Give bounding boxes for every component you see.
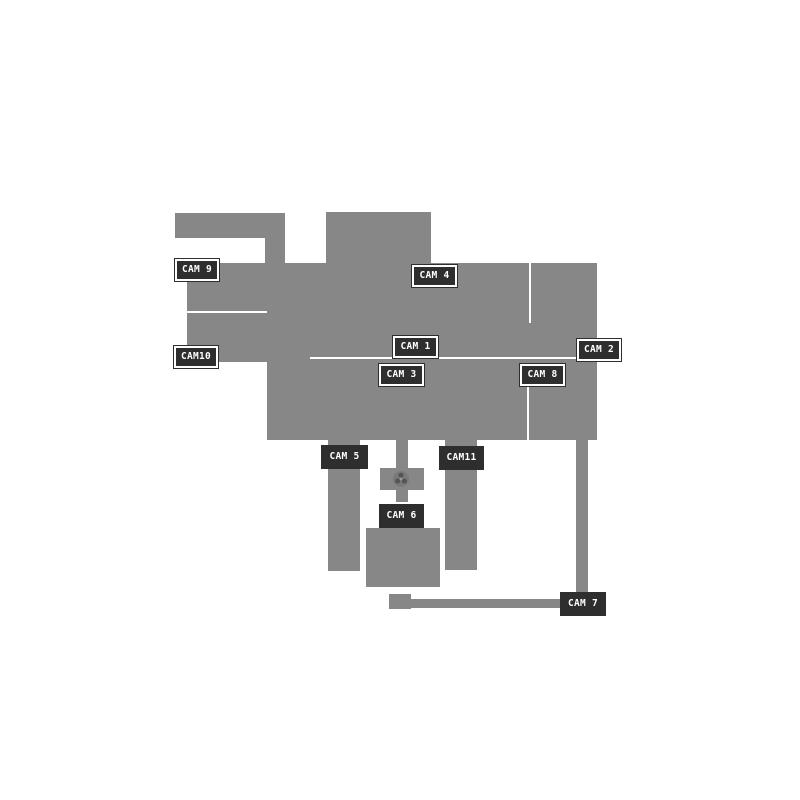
wall-north-gap [285, 261, 326, 263]
camera-button-cam-1[interactable]: CAM 1 [392, 335, 439, 359]
camera-button-cam-6[interactable]: CAM 6 [379, 504, 424, 528]
camera-button-cam-11[interactable]: CAM11 [439, 446, 484, 470]
camera-button-cam-8[interactable]: CAM 8 [519, 363, 566, 387]
wall-divider-vertical-upper [529, 263, 531, 323]
wall-divider-horizontal [310, 357, 597, 359]
camera-button-cam-7[interactable]: CAM 7 [560, 592, 606, 616]
camera-button-cam-5[interactable]: CAM 5 [321, 445, 368, 469]
fan-icon [393, 471, 409, 487]
wall-divider-vertical-lower [527, 385, 529, 440]
room-south-center-room [366, 528, 440, 587]
camera-button-cam-10[interactable]: CAM10 [173, 345, 219, 369]
room-north [326, 212, 431, 264]
room-bottom-corridor [410, 599, 570, 608]
room-top-left-corridor-down [265, 213, 285, 263]
room-east-corridor [576, 440, 588, 592]
camera-button-cam-2[interactable]: CAM 2 [576, 338, 622, 362]
room-bottom-corridor-end [389, 594, 411, 609]
camera-button-cam-4[interactable]: CAM 4 [411, 264, 458, 288]
camera-button-cam-9[interactable]: CAM 9 [174, 258, 220, 282]
camera-button-cam-3[interactable]: CAM 3 [378, 363, 425, 387]
